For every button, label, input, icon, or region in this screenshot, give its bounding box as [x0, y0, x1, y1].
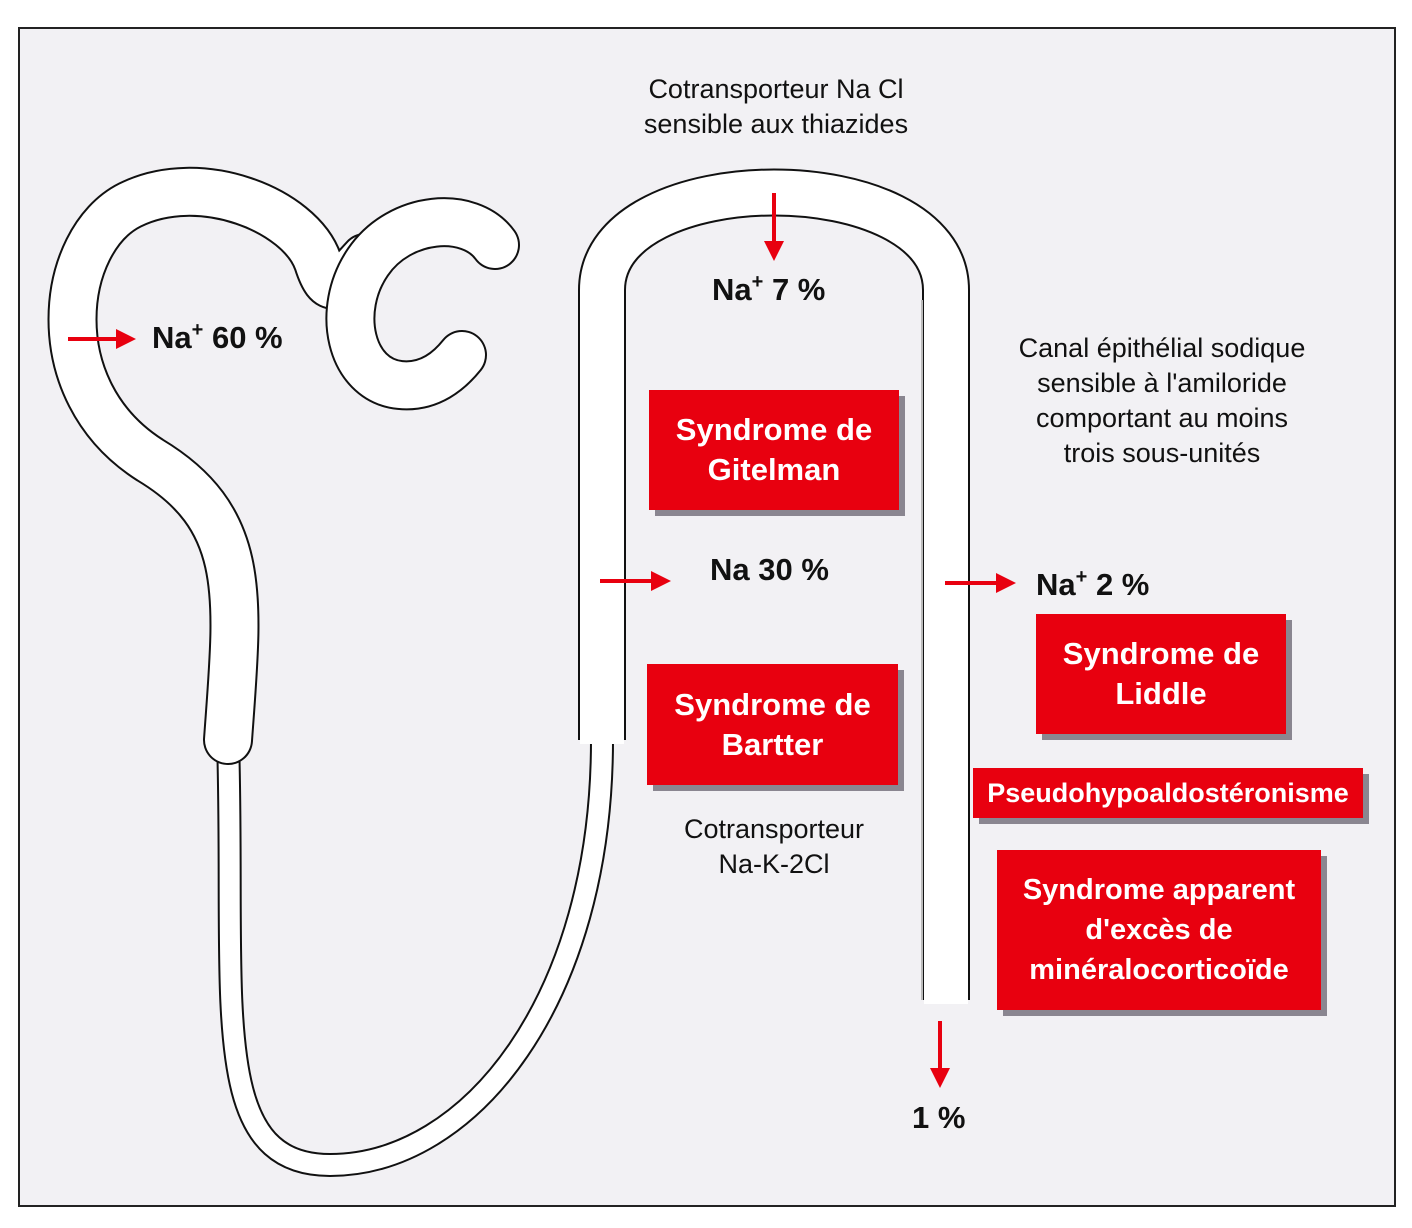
canal-epithelial-label: Canal épithélial sodique sensible à l'am… [1018, 333, 1306, 468]
cotransporteur-nacl-label: Cotransporteur Na Cl sensible aux thiazi… [643, 74, 909, 139]
syndrome-liddle-box: Syndrome de Liddle [1036, 614, 1286, 734]
syndrome-apparent-text: Syndrome apparent d'excès de minéralocor… [1022, 874, 1296, 986]
syndrome-liddle-text: Syndrome de Liddle [1062, 636, 1260, 711]
syndrome-bartter-text: Syndrome de Bartter [674, 686, 871, 762]
excreted-1-label: 1 % [912, 1100, 966, 1135]
syndrome-apparent-box: Syndrome apparent d'excès de minéralocor… [997, 850, 1321, 1010]
syndrome-gitelman-box: Syndrome de Gitelman [649, 390, 899, 510]
na-30-label: Na 30 % [710, 552, 829, 587]
na-60-label: Na+ 60 % [152, 319, 283, 355]
cotransporteur-nak2cl-label: Cotransporteur Na-K-2Cl [683, 814, 865, 879]
thin-limb-tubule [216, 728, 614, 1178]
na-2-label: Na+ 2 % [1036, 566, 1150, 602]
syndrome-bartter-box: Syndrome de Bartter [647, 664, 898, 785]
pseudohypoaldosteronisme-text: Pseudohypoaldostéronisme [987, 778, 1349, 808]
pseudohypoaldosteronisme-box: Pseudohypoaldostéronisme [973, 768, 1363, 818]
syndrome-gitelman-text: Syndrome de Gitelman [675, 412, 873, 487]
na-7-label: Na+ 7 % [712, 271, 826, 307]
